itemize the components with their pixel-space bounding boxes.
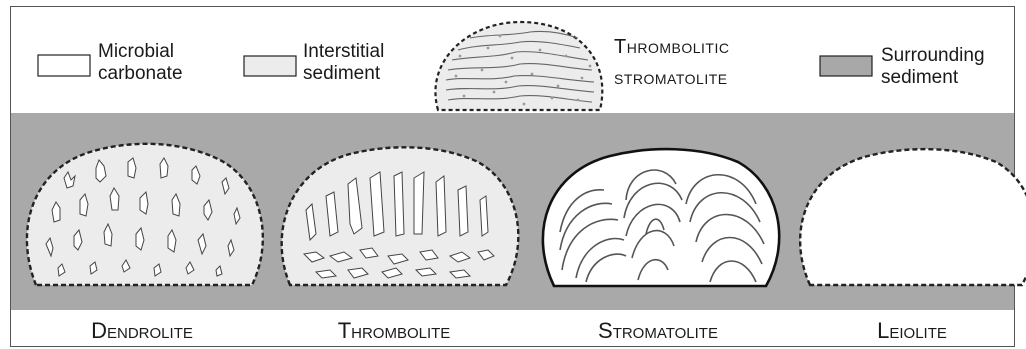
legend-microbial-carbonate-line2: carbonate bbox=[98, 63, 183, 85]
legend-interstitial-sediment-label: Interstitial sediment bbox=[303, 41, 384, 85]
label-leiolite: Leiolite bbox=[877, 318, 947, 344]
legend-microbial-carbonate-label: Microbial carbonate bbox=[98, 41, 183, 85]
legend-swatch-microbial-carbonate bbox=[38, 55, 90, 76]
legend-thrombolitic-stromatolite-line2: stromatolite bbox=[614, 67, 729, 90]
legend-thrombolitic-stromatolite-line1: Thrombolitic bbox=[614, 36, 729, 59]
label-thrombolite: Thrombolite bbox=[338, 318, 451, 344]
label-stromatolite: Stromatolite bbox=[598, 318, 718, 344]
legend-thrombolitic-stromatolite-label: Thrombolitic stromatolite bbox=[614, 36, 729, 90]
legend-surrounding-sediment-label: Surrounding sediment bbox=[881, 45, 985, 89]
legend-surrounding-sediment-line2: sediment bbox=[881, 67, 985, 89]
legend-interstitial-sediment-line2: sediment bbox=[303, 63, 384, 85]
legend-interstitial-sediment-line1: Interstitial bbox=[303, 41, 384, 63]
legend-surrounding-sediment-line1: Surrounding bbox=[881, 45, 985, 67]
legend-swatch-surrounding-sediment bbox=[820, 56, 872, 76]
label-dendrolite: Dendrolite bbox=[91, 318, 193, 344]
legend-swatch-interstitial-sediment bbox=[244, 56, 296, 76]
legend-microbial-carbonate-line1: Microbial bbox=[98, 41, 183, 63]
